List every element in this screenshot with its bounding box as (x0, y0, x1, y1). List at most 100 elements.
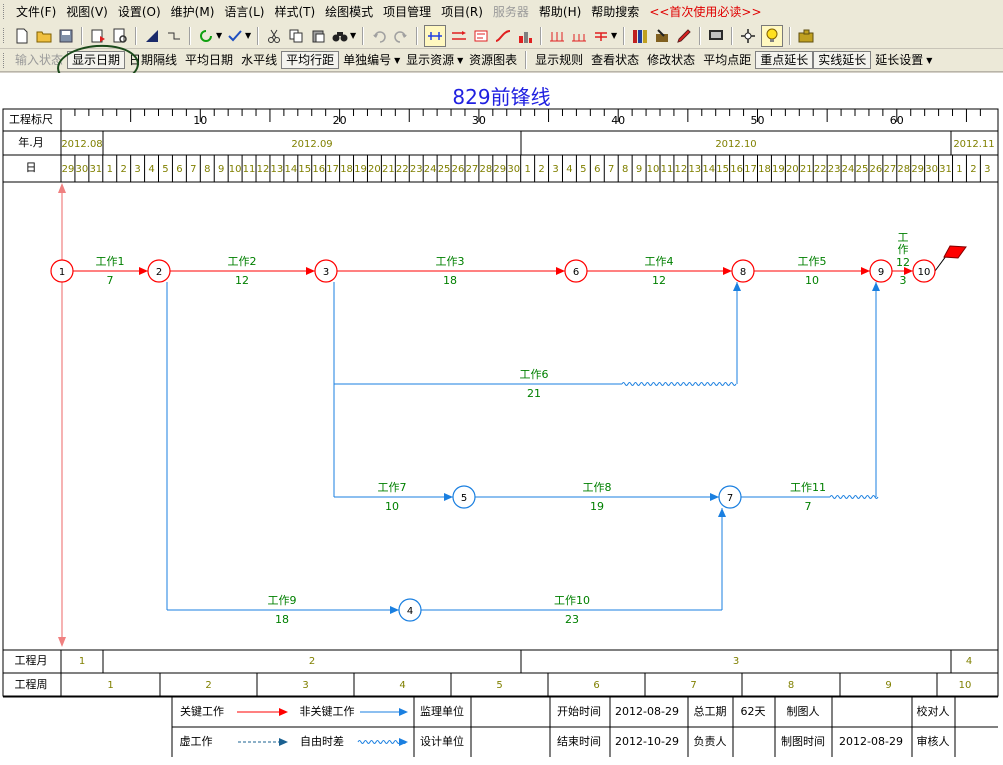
ruler-tick-label: 60 (890, 114, 904, 127)
work-name-label: 工作3 (436, 255, 465, 268)
project-month-value: 3 (733, 656, 739, 667)
single-number-dropdown-icon[interactable]: ▼ (394, 55, 401, 65)
curve-icon[interactable] (494, 27, 512, 45)
work6-free-float-wave (621, 382, 737, 386)
menu-bar: 文件(F) 视图(V) 设置(O) 维护(M) 语言(L) 样式(T) 绘图模式… (0, 0, 1003, 24)
menu-language[interactable]: 语言(L) (224, 4, 265, 19)
day-cell-label: 22 (396, 164, 409, 175)
solid-extend-button[interactable]: 实线延长 (813, 51, 872, 69)
key-extend-button[interactable]: 重点延长 (755, 51, 814, 69)
menu-help-search[interactable]: 帮助搜索 (591, 4, 640, 19)
align-bottom-icon[interactable] (570, 27, 588, 45)
new-file-icon[interactable] (13, 27, 31, 45)
refresh-icon[interactable] (197, 27, 215, 45)
books-icon[interactable] (631, 27, 649, 45)
toolbar-separator (135, 26, 137, 45)
draw-shape-icon[interactable] (143, 27, 161, 45)
menu-grip[interactable] (3, 4, 7, 19)
show-rules-button[interactable]: 显示规则 (535, 53, 584, 67)
work-duration-label: 12 (235, 274, 249, 287)
menu-project-manage[interactable]: 项目管理 (383, 4, 432, 19)
save-icon[interactable] (57, 27, 75, 45)
single-number-button[interactable]: 单独编号 (343, 53, 392, 67)
check-icon[interactable] (226, 27, 244, 45)
date-separator-button[interactable]: 日期隔线 (129, 53, 178, 67)
work12-name-char: 12 (896, 256, 910, 269)
day-cell-label: 6 (176, 164, 182, 175)
split-line-icon[interactable] (592, 27, 610, 45)
lightbulb-icon[interactable] (761, 24, 783, 47)
show-resource-button[interactable]: 显示资源 (406, 53, 455, 67)
align-top-icon[interactable] (548, 27, 566, 45)
day-cell-label: 4 (566, 164, 572, 175)
menu-settings[interactable]: 设置(O) (117, 4, 161, 19)
work-name-label: 工作2 (228, 255, 257, 268)
resource-chart-button[interactable]: 资源图表 (469, 53, 518, 67)
project-week-value: 7 (690, 680, 696, 691)
extend-settings-dropdown-icon[interactable]: ▼ (926, 55, 933, 65)
event-node-label: 4 (407, 606, 413, 617)
toolbar-separator (731, 26, 733, 45)
toolbar-separator (81, 26, 83, 45)
day-cell-label: 29 (911, 164, 924, 175)
horizontal-line-button[interactable]: 水平线 (241, 53, 278, 67)
day-cell-label: 10 (229, 164, 242, 175)
work-name-label: 工作10 (554, 594, 590, 607)
menu-project[interactable]: 项目(R) (441, 4, 483, 19)
menu-view[interactable]: 视图(V) (66, 4, 108, 19)
legend-free-float-wave (357, 740, 407, 744)
open-folder-icon[interactable] (35, 27, 53, 45)
work-duration-label: 12 (652, 274, 666, 287)
show-date-button[interactable]: 显示日期 (67, 51, 126, 69)
folder-icon[interactable] (797, 27, 815, 45)
copy-icon[interactable] (287, 27, 305, 45)
work-name-label: 工作7 (378, 481, 407, 494)
average-date-button[interactable]: 平均日期 (185, 53, 234, 67)
main-toolbar: ▼ ▼ ▼ ▼ (0, 23, 1003, 49)
pencil-icon[interactable] (675, 27, 693, 45)
monitor-icon[interactable] (707, 27, 725, 45)
cut-icon[interactable] (265, 27, 283, 45)
event-node-label: 1 (59, 267, 65, 278)
menu-draw-mode[interactable]: 绘图模式 (325, 4, 374, 19)
menu-style[interactable]: 样式(T) (274, 4, 316, 19)
network-view-icon[interactable] (424, 24, 446, 47)
refresh-dropdown-icon[interactable]: ▼ (216, 31, 223, 40)
print-preview-icon[interactable] (111, 27, 129, 45)
print-icon[interactable] (89, 27, 107, 45)
toolbar-grip[interactable] (3, 28, 7, 43)
toolbar2-grip[interactable] (3, 52, 7, 68)
show-resource-dropdown-icon[interactable]: ▼ (457, 55, 464, 65)
menu-file[interactable]: 文件(F) (16, 4, 57, 19)
average-spacing-button[interactable]: 平均行距 (281, 51, 340, 69)
paste-icon[interactable] (309, 27, 327, 45)
gantt-icon[interactable] (472, 27, 490, 45)
edit-state-button[interactable]: 修改状态 (647, 53, 696, 67)
average-point-distance-button[interactable]: 平均点距 (703, 53, 752, 67)
split-dropdown-icon[interactable]: ▼ (611, 31, 618, 40)
view-state-button[interactable]: 查看状态 (591, 53, 640, 67)
menu-first-use-notice[interactable]: <<首次使用必读>> (649, 4, 762, 19)
check-dropdown-icon[interactable]: ▼ (245, 31, 252, 40)
menu-maintain[interactable]: 维护(M) (170, 4, 215, 19)
find-dropdown-icon[interactable]: ▼ (350, 31, 357, 40)
day-cell-label: 14 (284, 164, 297, 175)
find-icon[interactable] (331, 27, 349, 45)
resource-icon[interactable] (516, 27, 534, 45)
step-line-icon[interactable] (165, 27, 183, 45)
day-cell-label: 26 (452, 164, 465, 175)
extend-settings-button[interactable]: 延长设置 (875, 53, 924, 67)
day-cell-label: 28 (897, 164, 910, 175)
project-week-value: 6 (593, 680, 599, 691)
arrow-link-icon[interactable] (450, 27, 468, 45)
undo-icon[interactable] (370, 27, 388, 45)
tools-icon[interactable] (653, 27, 671, 45)
menu-help[interactable]: 帮助(H) (538, 4, 582, 19)
redo-icon[interactable] (392, 27, 410, 45)
move-icon[interactable] (739, 27, 757, 45)
legend-free-float-arrow (399, 738, 408, 746)
event-node-label: 2 (156, 267, 162, 278)
day-cell-label: 29 (493, 164, 506, 175)
